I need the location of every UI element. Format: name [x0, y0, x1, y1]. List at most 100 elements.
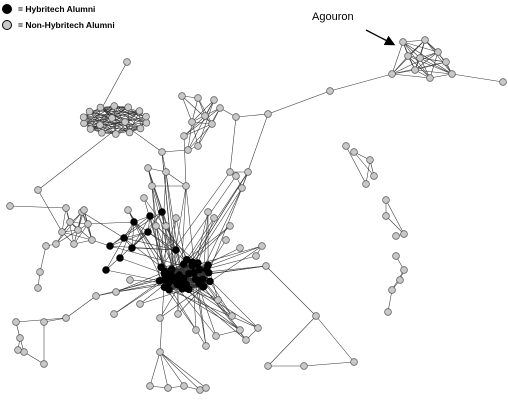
non-hybritech-alumni-node: [216, 104, 224, 112]
network-edge: [151, 185, 175, 278]
network-edge: [105, 269, 160, 282]
non-hybritech-alumni-node: [366, 156, 374, 164]
non-hybritech-alumni-node: [210, 96, 218, 104]
legend-item-hybritech: = Hybritech Alumni: [2, 1, 115, 17]
non-hybritech-alumni-node: [226, 168, 234, 176]
network-edge: [83, 121, 126, 124]
network-edge: [414, 69, 453, 75]
network-edge: [114, 105, 141, 129]
network-edge: [229, 116, 237, 173]
non-hybritech-alumni-node: [112, 130, 120, 138]
non-hybritech-alumni-node: [152, 222, 160, 230]
hybritech-alumni-node: [172, 246, 180, 254]
non-hybritech-alumni-node: [34, 186, 42, 194]
non-hybritech-alumni-node: [142, 112, 150, 121]
network-edge: [181, 95, 193, 123]
hybritech-alumni-node: [167, 265, 176, 274]
non-hybritech-alumni-node: [62, 314, 70, 322]
non-hybritech-alumni-node: [421, 36, 429, 44]
non-hybritech-alumni-node: [252, 252, 260, 260]
non-hybritech-alumni-node: [142, 119, 151, 127]
network-edge: [407, 39, 426, 57]
non-hybritech-alumni-node: [326, 87, 334, 95]
non-hybritech-alumni-node: [382, 196, 390, 204]
network-edge: [83, 116, 113, 119]
non-hybritech-alumni-node: [16, 334, 24, 342]
non-hybritech-alumni-node: [58, 228, 66, 236]
network-edge: [65, 207, 75, 245]
network-edge: [183, 115, 206, 137]
network-edge: [83, 105, 115, 124]
hybritech-alumni-node: [185, 269, 193, 278]
non-hybritech-alumni-node: [156, 348, 164, 356]
hybritech-alumni-node: [120, 234, 128, 242]
non-hybritech-alumni-node: [124, 103, 132, 111]
hybritech-alumni-node: [144, 228, 152, 236]
network-edge: [391, 55, 409, 75]
network-edge: [159, 280, 241, 331]
legend: = Hybritech Alumni = Non-Hybritech Alumn…: [2, 1, 115, 33]
non-hybritech-alumni-node: [392, 252, 400, 260]
network-edge: [164, 175, 237, 280]
non-hybritech-alumni-node: [226, 222, 234, 230]
hybritech-alumni-node: [165, 286, 173, 294]
hybritech-alumni-node: [128, 244, 136, 252]
non-hybritech-alumni-node: [14, 346, 22, 354]
non-hybritech-alumni-node: [400, 230, 408, 238]
network-edge: [391, 73, 431, 79]
non-hybritech-alumni-node: [238, 184, 246, 192]
network-edge: [385, 215, 405, 235]
network-edge: [187, 99, 215, 151]
non-hybritech-alumni-node: [214, 296, 222, 304]
network-edge: [131, 221, 135, 249]
non-hybritech-alumni-node: [362, 180, 370, 188]
hybritech-alumni-node: [155, 277, 164, 285]
non-hybritech-alumni-node: [184, 146, 192, 154]
hybritech-alumni-node: [158, 208, 166, 216]
network-edge: [87, 221, 135, 225]
network-edge: [83, 117, 113, 124]
non-hybritech-alumni-node: [201, 112, 209, 120]
network-edge: [165, 171, 187, 187]
non-hybritech-alumni-node: [236, 244, 244, 252]
nodes: [6, 36, 507, 394]
non-hybritech-alumni-node: [146, 382, 154, 390]
network-edge: [265, 265, 317, 317]
network-edge: [197, 187, 243, 281]
network-edge: [65, 295, 97, 319]
non-hybritech-alumni-node: [416, 54, 424, 62]
non-hybritech-alumni-node: [388, 70, 396, 78]
non-hybritech-alumni-node: [180, 382, 188, 390]
network-edge: [37, 189, 63, 233]
network-edge: [105, 237, 125, 271]
network-edge: [402, 41, 431, 79]
network-edge: [115, 273, 171, 293]
hybritech-alumni-node: [106, 242, 114, 250]
non-hybritech-alumni-node: [264, 110, 272, 118]
network-edge: [365, 159, 371, 185]
network-edge: [159, 351, 185, 387]
network-edge: [131, 231, 149, 249]
network-edge: [407, 55, 453, 75]
hybritech-alumni-node: [146, 212, 154, 220]
network-edge: [391, 61, 447, 75]
network-edge: [183, 135, 187, 187]
non-hybritech-alumni-node: [86, 125, 95, 133]
non-hybritech-alumni-node: [108, 114, 116, 122]
hybritech-alumni-node: [165, 273, 174, 281]
non-hybritech-alumni-node: [96, 103, 105, 112]
hybritech-alumni-node: [191, 260, 200, 268]
network-edge: [101, 121, 126, 134]
non-hybritech-alumni-node: [392, 232, 400, 240]
non-hybritech-alumni-node: [172, 214, 180, 222]
network-edge: [186, 217, 215, 260]
non-hybritech-alumni-node: [148, 182, 156, 190]
network-edge: [191, 99, 215, 123]
network-edge: [183, 107, 221, 137]
non-hybritech-alumni-node: [342, 142, 350, 150]
non-hybritech-alumni-node: [79, 113, 88, 121]
agouron-arrow: [365, 29, 396, 46]
non-hybritech-alumni-node: [140, 194, 148, 202]
non-hybritech-alumni-node: [188, 118, 196, 126]
